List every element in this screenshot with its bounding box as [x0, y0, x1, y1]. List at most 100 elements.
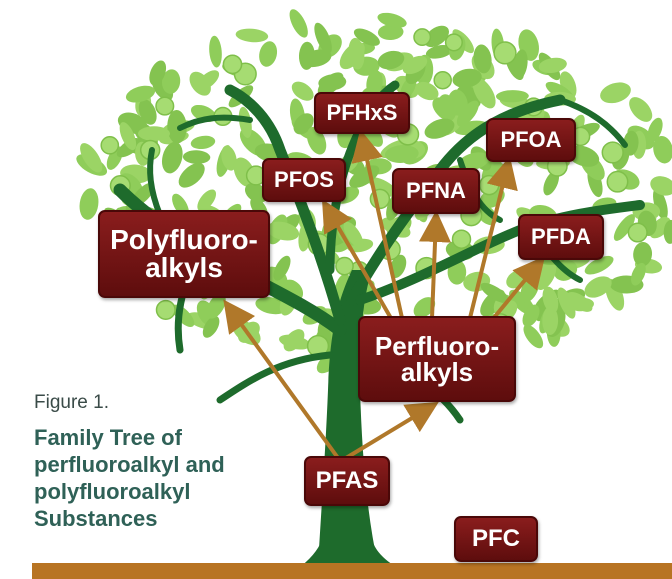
- leaf: [314, 22, 332, 54]
- leaf: [413, 297, 436, 318]
- leaf: [456, 100, 479, 127]
- leaf: [190, 135, 216, 150]
- node-pfoa-label: PFOA: [500, 127, 562, 152]
- ground-strip: [32, 563, 672, 579]
- leaf: [623, 130, 639, 156]
- apple: [606, 170, 629, 193]
- leaf: [259, 41, 278, 67]
- figure-title-line: perfluoroalkyl and: [34, 452, 225, 477]
- leaf: [161, 141, 183, 174]
- leaf: [221, 145, 237, 171]
- leaf: [366, 70, 383, 97]
- apple: [413, 28, 432, 47]
- leaf: [209, 35, 222, 68]
- leaf: [125, 85, 156, 103]
- apple: [444, 33, 463, 52]
- leaf: [542, 306, 559, 335]
- node-perfluoroalkyls: Perfluoro- alkyls: [358, 316, 516, 402]
- node-pfas: PFAS: [304, 456, 390, 506]
- node-polyfluoroalkyls-line2: alkyls: [145, 252, 223, 283]
- figure-label: Figure 1.: [34, 392, 109, 413]
- leaf: [266, 221, 300, 241]
- node-perfluoroalkyls-line1: Perfluoro-: [374, 331, 500, 361]
- arrows: [223, 129, 546, 460]
- leaf: [600, 82, 631, 104]
- node-pfoa: PFOA: [486, 118, 576, 162]
- node-polyfluoroalkyls: Polyfluoro- alkyls: [98, 210, 270, 298]
- arrow-pfas-perfluoroalkyls: [344, 401, 439, 460]
- apple: [222, 54, 243, 75]
- apple: [451, 229, 472, 249]
- apple: [493, 41, 517, 65]
- node-pfos: PFOS: [262, 158, 346, 202]
- leaf: [424, 118, 455, 139]
- leaf: [629, 97, 653, 122]
- apple: [335, 256, 354, 276]
- node-pfc-label: PFC: [472, 525, 520, 552]
- apple: [100, 135, 120, 155]
- leaf: [317, 72, 344, 97]
- leaf: [138, 126, 170, 141]
- leaf: [377, 12, 407, 28]
- node-perfluoroalkyls-line2: alkyls: [400, 357, 474, 387]
- leaf: [377, 50, 405, 70]
- leaf: [472, 77, 496, 109]
- arrow-perfluoro-pfhxs: [351, 129, 404, 319]
- leaf: [119, 122, 137, 151]
- leaf: [79, 188, 99, 220]
- node-pfda: PFDA: [518, 214, 604, 260]
- leaf: [368, 177, 398, 197]
- apple: [155, 299, 176, 320]
- leaf: [80, 143, 103, 173]
- leaf: [384, 145, 419, 163]
- node-pfna: PFNA: [392, 168, 480, 214]
- leaf: [349, 165, 380, 188]
- node-pfhxs-label: PFHxS: [326, 100, 398, 125]
- leaf: [566, 291, 593, 312]
- leaf: [522, 304, 540, 327]
- leaf: [425, 44, 453, 59]
- leaf: [197, 70, 220, 90]
- arrow-perfluoro-pfoa: [468, 156, 518, 319]
- leaf: [197, 189, 217, 212]
- leaf: [649, 216, 671, 239]
- figure-caption: Figure 1. Family Tree of perfluoroalkyl …: [34, 392, 314, 532]
- leaf: [513, 49, 528, 80]
- leaf: [293, 113, 314, 135]
- node-pfna-label: PFNA: [406, 178, 466, 203]
- leaf: [291, 81, 314, 101]
- leaf: [182, 150, 211, 164]
- leaf: [149, 60, 167, 86]
- leaf: [424, 25, 450, 48]
- node-pfos-label: PFOS: [274, 167, 334, 192]
- leaf: [496, 90, 529, 103]
- leaf: [301, 49, 332, 68]
- leaf: [523, 324, 544, 349]
- leaf: [557, 287, 576, 319]
- leaf: [339, 42, 365, 70]
- node-pfda-label: PFDA: [531, 224, 591, 249]
- leaf: [473, 44, 492, 74]
- leaf: [377, 24, 404, 41]
- leaf: [415, 81, 439, 101]
- leaf: [631, 262, 646, 286]
- apple: [627, 222, 648, 243]
- leaf: [273, 255, 291, 281]
- leaf: [650, 176, 672, 196]
- leaf: [202, 316, 220, 338]
- figure-title-line: polyfluoroalkyl: [34, 479, 191, 504]
- leaf: [584, 255, 614, 275]
- figure-title-line: Family Tree of: [34, 425, 182, 450]
- node-polyfluoroalkyls-line1: Polyfluoro-: [110, 224, 258, 255]
- leaf: [584, 276, 612, 298]
- arrow-perfluoro-pfos: [321, 199, 394, 322]
- node-pfas-label: PFAS: [315, 467, 379, 494]
- leaf: [457, 152, 490, 171]
- figure-title: Family Tree of perfluoroalkyl and polyfl…: [34, 424, 314, 532]
- leaf: [206, 293, 226, 319]
- leaf: [613, 214, 635, 241]
- apple: [433, 70, 452, 90]
- leaf: [653, 188, 668, 220]
- arrow-pfas-polyfluoroalkyls: [223, 299, 340, 460]
- leaf: [167, 110, 187, 144]
